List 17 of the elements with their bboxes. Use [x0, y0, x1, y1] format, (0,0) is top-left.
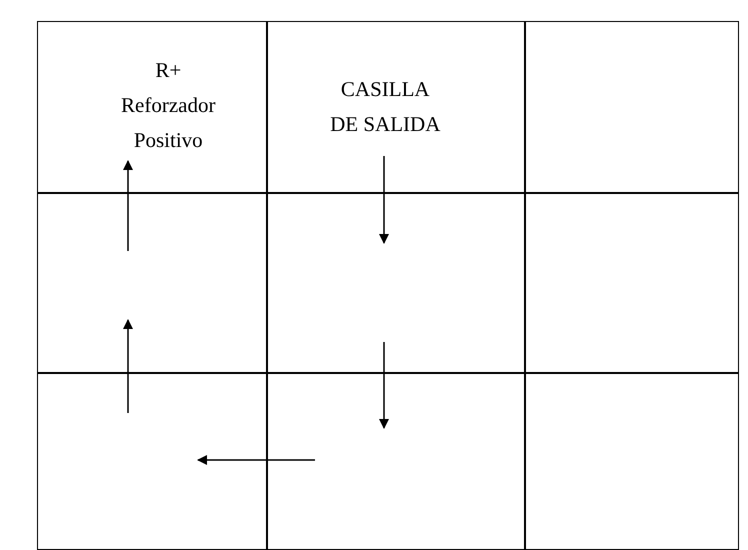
- grid-cell: [37, 21, 268, 194]
- cell-text: Reforzador Positivo: [120, 92, 216, 154]
- grid-cell: [524, 21, 739, 194]
- cell-text: R+: [154, 57, 182, 84]
- arrow: [123, 319, 133, 413]
- grid-cell: [37, 372, 268, 550]
- arrow: [379, 156, 389, 244]
- grid-cell: [266, 192, 526, 374]
- grid-cell: [524, 192, 739, 374]
- grid-cell: [524, 372, 739, 550]
- arrow: [379, 342, 389, 429]
- grid-cell: [266, 372, 526, 550]
- arrow: [197, 455, 315, 465]
- arrow: [123, 160, 133, 251]
- cell-text: CASILLA DE SALIDA: [329, 76, 442, 138]
- grid-cell: [266, 21, 526, 194]
- grid-cell: [37, 192, 268, 374]
